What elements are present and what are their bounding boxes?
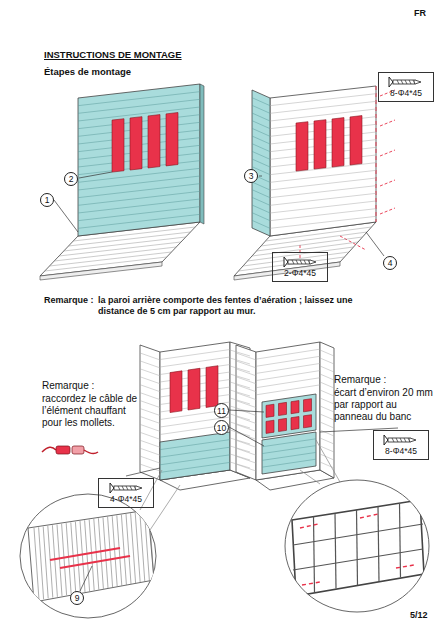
step-one: [40, 84, 204, 280]
page-number: 5/12: [410, 610, 428, 621]
callout-number: 9: [70, 591, 84, 605]
callout-number: 3: [244, 169, 258, 183]
note-heading: Remarque :: [334, 374, 442, 386]
section-heading: Étapes de montage: [44, 66, 131, 77]
screw-label-box: 2-Φ4*45: [272, 252, 328, 282]
heating-elements: [112, 113, 362, 434]
callout-text: 10: [217, 423, 226, 433]
screw-spec: 4-Φ4*45: [110, 494, 142, 504]
step-three: [140, 342, 250, 490]
note-text: écart d’environ 20 mm par rapport au pan…: [334, 387, 438, 423]
screw-label-box: 8-Φ4*45: [378, 72, 434, 102]
screw-spec: 8-Φ4*45: [390, 88, 422, 98]
zoom-frame: [285, 480, 429, 612]
step-two: [234, 86, 395, 280]
zoom-grille: [20, 494, 156, 618]
language-code: FR: [414, 8, 426, 19]
callout-text: 1: [45, 195, 50, 205]
note-text: raccordez le câble de l’élément chauffan…: [42, 393, 146, 429]
callout-text: 2: [69, 174, 74, 184]
callout-number: 4: [383, 256, 397, 270]
step-four: [236, 342, 334, 490]
callout-number: 2: [64, 172, 78, 186]
callout-text: 11: [217, 406, 226, 416]
callout-number: 11: [214, 403, 229, 418]
callout-text: 3: [249, 171, 254, 181]
screw-label-box: 4-Φ4*45: [98, 478, 154, 508]
note-heading: Remarque :: [42, 380, 152, 392]
note-heading: Remarque :: [44, 295, 94, 306]
screw-label-box: 8-Φ4*45: [373, 430, 429, 460]
page-title: INSTRUCTIONS DE MONTAGE: [44, 49, 182, 60]
callout-number: 10: [214, 420, 229, 435]
screw-spec: 8-Φ4*45: [385, 446, 417, 456]
callout-text: 9: [75, 593, 80, 603]
note-text: la paroi arrière comporte des fentes d’a…: [98, 295, 370, 317]
cable-connector: [42, 446, 98, 454]
callout-number: 1: [40, 193, 54, 207]
callout-text: 4: [388, 258, 393, 268]
screw-spec: 2-Φ4*45: [284, 268, 316, 278]
